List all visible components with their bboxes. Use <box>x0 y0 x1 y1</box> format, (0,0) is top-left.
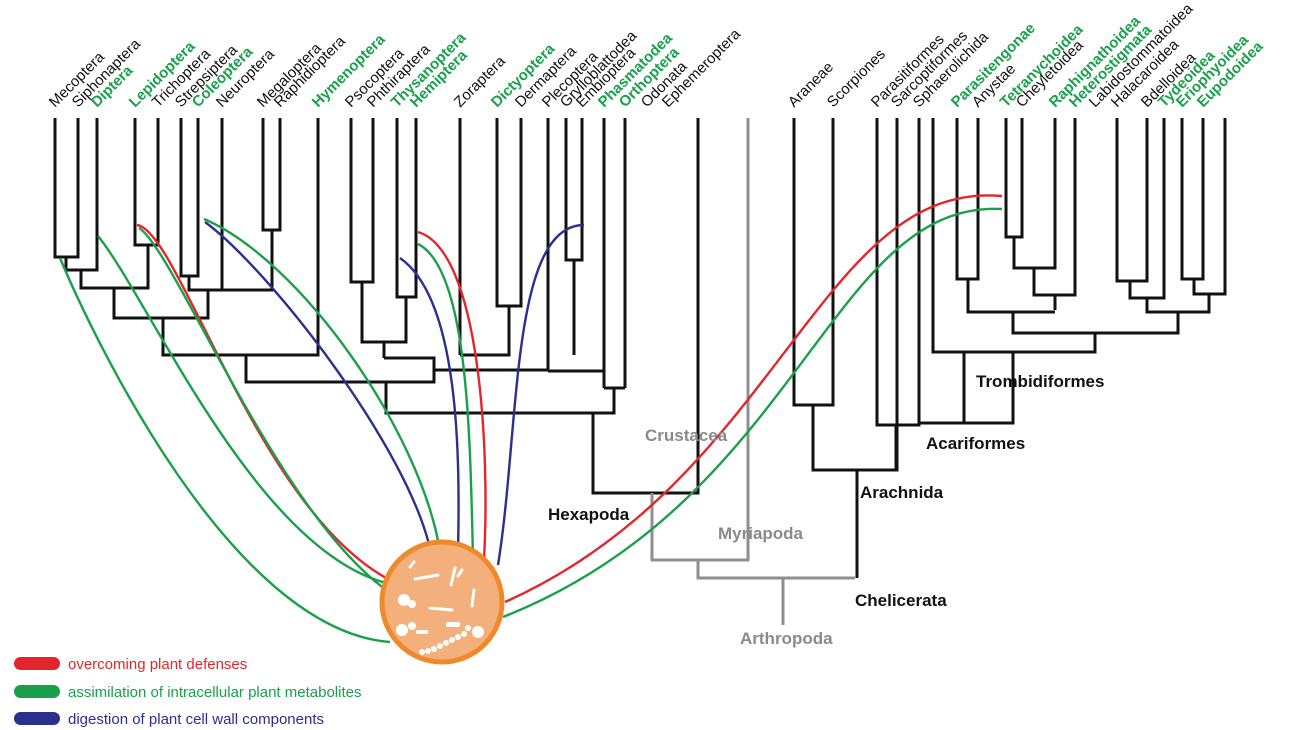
legend-label-blue: digestion of plant cell wall components <box>68 711 324 728</box>
clade-label-chelicerata: Chelicerata <box>855 591 947 610</box>
legend: overcoming plant defenses assimilation o… <box>14 656 361 728</box>
curve-dictyoptera-blue <box>496 223 585 566</box>
clade-label-acariformes: Acariformes <box>926 434 1025 453</box>
insect-labels: MecopteraSiphonapteraDipteraLepidopteraT… <box>46 25 745 111</box>
legend-label-green: assimilation of intracellular plant meta… <box>68 684 361 701</box>
microbe-symbol <box>379 539 505 665</box>
curve-mites-red <box>504 194 1003 604</box>
curve-mites-green <box>502 207 1003 619</box>
legend-swatch-red <box>14 657 60 670</box>
chelicerate-labels: AraneaeScorpionesParasitiformesSarcoptif… <box>785 0 1267 111</box>
curve-diptera-green <box>97 235 396 587</box>
curve-lepidoptera-green <box>138 226 393 596</box>
legend-label-red: overcoming plant defenses <box>68 656 247 673</box>
clade-label-crustacea: Crustacea <box>645 426 728 445</box>
insect-tree <box>53 118 700 495</box>
clade-label-arachnida: Arachnida <box>860 483 944 502</box>
outgroup-tree <box>650 118 855 625</box>
connector-curves <box>58 194 1003 644</box>
curve-hemiptera-green <box>417 242 475 557</box>
curve-thysanoptera-blue <box>399 257 460 553</box>
chelicerate-tree <box>792 118 1227 578</box>
curve-hemiptera-red <box>417 230 487 561</box>
clade-label-myriapoda: Myriapoda <box>718 524 804 543</box>
curve-coleoptera-green <box>203 217 442 552</box>
curve-left-green-outer <box>58 257 391 644</box>
clade-label-hexapoda: Hexapoda <box>548 505 630 524</box>
legend-swatch-blue <box>14 712 60 725</box>
clade-label-arthropoda: Arthropoda <box>740 629 833 648</box>
clade-label-trombidiformes: Trombidiformes <box>976 372 1104 391</box>
curve-coleoptera-blue <box>204 221 433 554</box>
legend-swatch-green <box>14 685 60 698</box>
